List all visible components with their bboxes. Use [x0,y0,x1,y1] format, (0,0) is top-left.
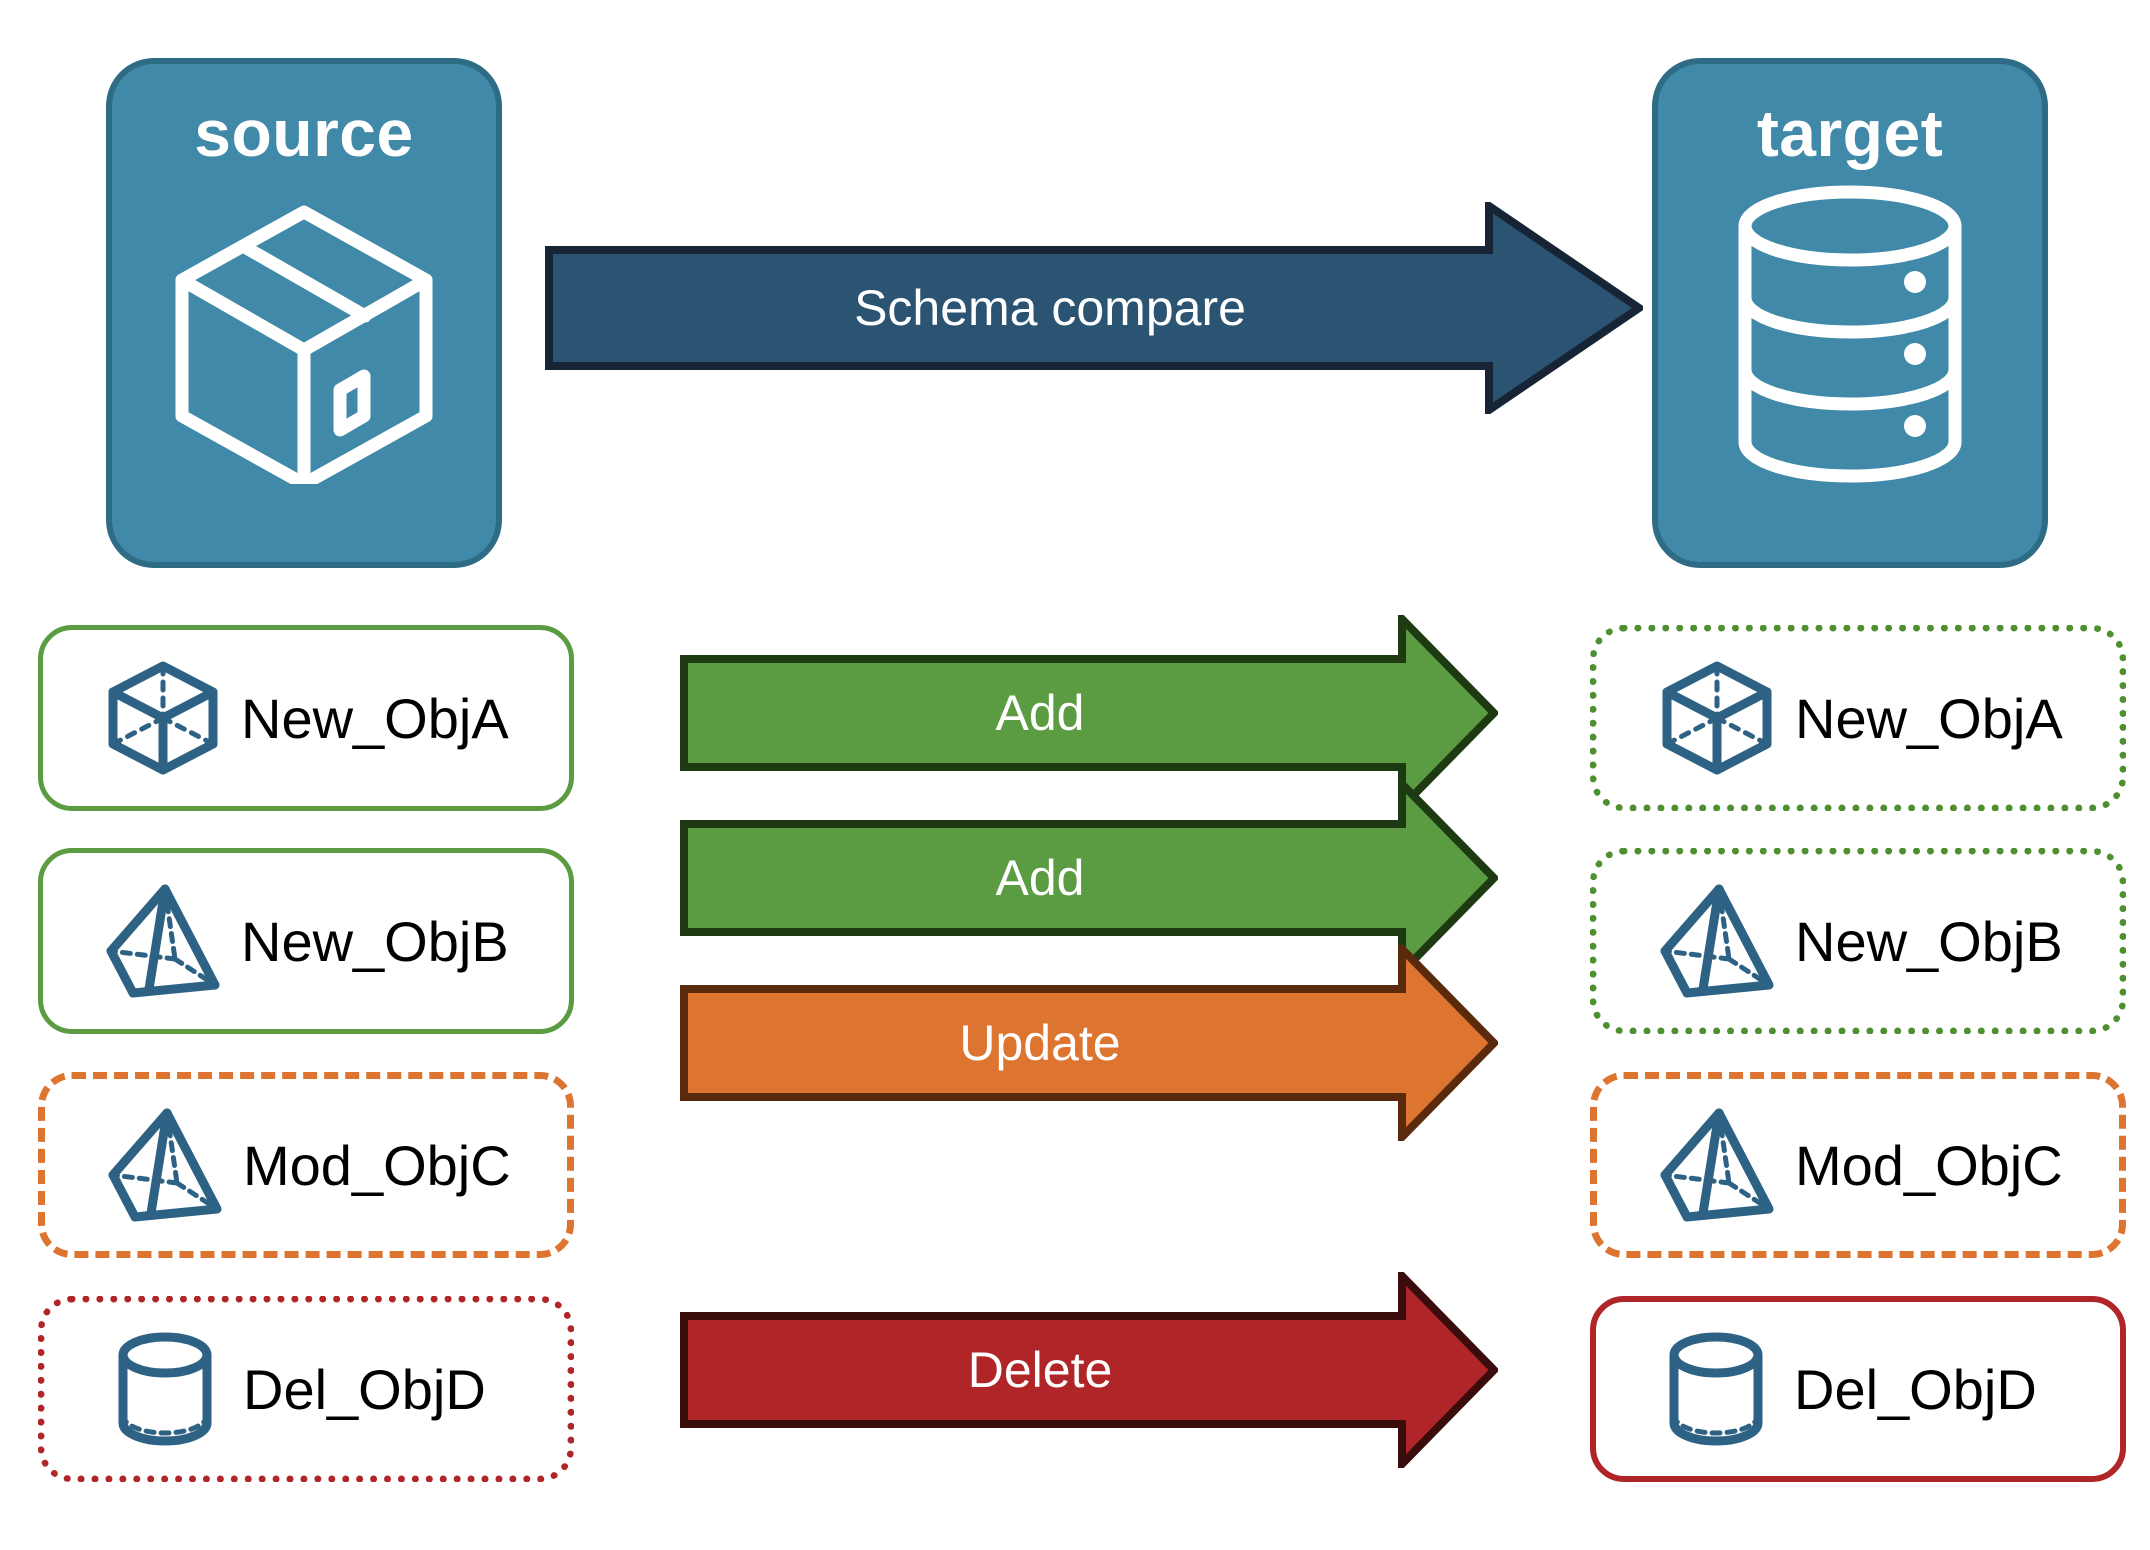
source-object-row-1[interactable]: New_ObjA [38,625,574,811]
database-cylinder-icon [1735,184,1965,484]
source-endpoint-panel: source [106,58,502,568]
target-object-row-3[interactable]: Mod_ObjC [1590,1072,2126,1258]
wireframe-cylinder-icon [101,1329,229,1449]
source-object-label-3: Mod_ObjC [243,1133,511,1197]
delete-arrow-row-4: Delete [680,1272,1498,1468]
schema-compare-arrow: Schema compare [545,202,1643,414]
source-object-row-4[interactable]: Del_ObjD [38,1296,574,1482]
source-object-row-2[interactable]: New_ObjB [38,848,574,1034]
wireframe-cube-icon [1653,658,1781,778]
source-object-row-3[interactable]: Mod_ObjC [38,1072,574,1258]
target-object-row-2[interactable]: New_ObjB [1590,848,2126,1034]
source-panel-title: source [194,96,414,170]
source-object-label-4: Del_ObjD [243,1357,486,1421]
wireframe-cylinder-icon [1652,1329,1780,1449]
wireframe-pyramid-icon [101,1105,229,1225]
source-object-label-1: New_ObjA [241,686,509,750]
source-object-label-2: New_ObjB [241,909,509,973]
target-object-label-3: Mod_ObjC [1795,1133,2063,1197]
target-panel-title: target [1756,96,1944,170]
target-object-row-4[interactable]: Del_ObjD [1590,1296,2126,1482]
target-endpoint-panel: target [1652,58,2048,568]
wireframe-cube-icon [99,658,227,778]
update-arrow-row-3: Update [680,945,1498,1141]
target-object-row-1[interactable]: New_ObjA [1590,625,2126,811]
target-object-label-4: Del_ObjD [1794,1357,2037,1421]
wireframe-pyramid-icon [99,881,227,1001]
target-object-label-2: New_ObjB [1795,909,2063,973]
wireframe-pyramid-icon [1653,1105,1781,1225]
package-box-icon [164,184,444,484]
wireframe-pyramid-icon [1653,881,1781,1001]
target-object-label-1: New_ObjA [1795,686,2063,750]
